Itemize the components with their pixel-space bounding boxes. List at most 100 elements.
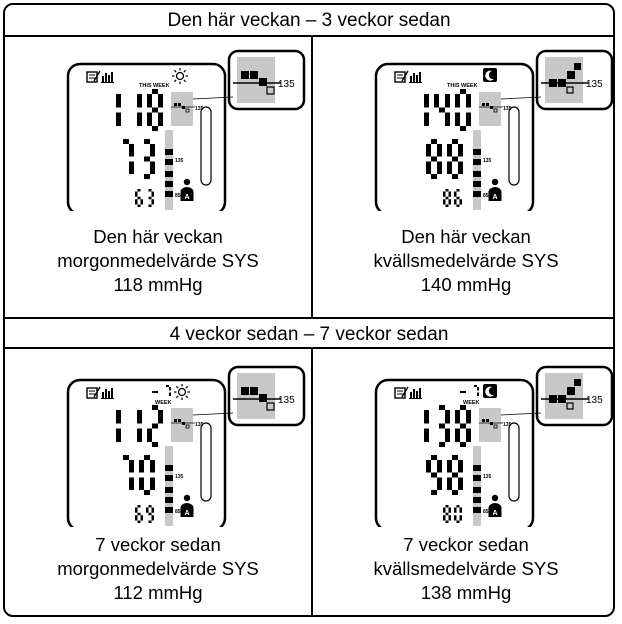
caption-line1: 7 veckor sedan (95, 534, 221, 555)
trend-graph (171, 408, 195, 442)
zoom-callout (192, 365, 306, 427)
user-a-icon: A (180, 494, 194, 517)
diastolic-digits (426, 455, 463, 495)
systolic-digits (424, 89, 471, 131)
systolic-digits (116, 89, 163, 131)
week-label: WEEK (155, 400, 172, 406)
caption-line3: 112 mmHg (113, 582, 203, 603)
user-a-icon: A (488, 494, 502, 517)
diastolic-digits (123, 139, 155, 179)
device-edge (200, 106, 212, 186)
weekly-average-icon (101, 388, 114, 399)
zoom-label: 135 (278, 79, 295, 90)
device-edge (200, 422, 212, 502)
pulse-digits (135, 189, 154, 207)
svg-text:A: A (185, 194, 190, 201)
bp-level-bar (165, 446, 173, 526)
device-edge (508, 422, 520, 502)
pulse-digits (135, 505, 154, 523)
caption-line1: 7 veckor sedan (403, 534, 529, 555)
weekly-average-icon (409, 388, 422, 399)
moon-icon (483, 68, 497, 82)
panel-caption: 7 veckor sedan kvällsmedelvärde SYS 138 mm… (313, 533, 613, 605)
svg-text:A: A (493, 510, 498, 517)
figure-frame: Den här veckan – 3 veckor sedan 4 veckor… (3, 3, 615, 617)
week-number-digits (166, 385, 171, 396)
device-edge (508, 106, 520, 186)
memory-icon (86, 386, 101, 399)
bar-label-mid: 135 (175, 474, 184, 480)
caption-line2: morgonmedelvärde SYS (57, 250, 259, 271)
panel-caption: Den här veckan morgonmedelvärde SYS 118 mm… (5, 225, 311, 297)
trend-graph (479, 92, 503, 126)
memory-icon (394, 70, 409, 83)
week-label: THIS WEEK (447, 83, 478, 89)
bp-level-bar (473, 130, 481, 210)
caption-line3: 118 mmHg (113, 274, 203, 295)
diastolic-digits (123, 455, 155, 495)
trend-graph (171, 92, 195, 126)
systolic-digits (116, 405, 163, 447)
bar-label-low: 85 (175, 193, 181, 199)
bar-label-low: 85 (175, 509, 181, 515)
bp-level-bar (473, 446, 481, 526)
systolic-digits (424, 405, 471, 447)
weekly-average-icon (409, 72, 422, 83)
panel-caption: 7 veckor sedan morgonmedelvärde SYS 112 mm… (5, 533, 311, 605)
weekly-average-icon (101, 72, 114, 83)
week-label: THIS WEEK (139, 83, 170, 89)
bar-label-mid: 135 (483, 474, 492, 480)
svg-text:A: A (493, 194, 498, 201)
svg-text:A: A (185, 510, 190, 517)
sun-icon (172, 68, 188, 84)
week-number-digits (474, 385, 479, 396)
bar-label-top: 135 (195, 106, 204, 112)
bp-level-bar (165, 130, 173, 210)
caption-line1: Den här veckan (93, 226, 223, 247)
bar-label-top: 135 (195, 422, 204, 428)
memory-icon (394, 386, 409, 399)
section-header-recent: Den här veckan – 3 veckor sedan (5, 5, 613, 37)
pulse-digits (443, 505, 462, 523)
diastolic-digits (426, 139, 463, 179)
pulse-digits (443, 189, 462, 207)
zoom-callout (192, 49, 306, 111)
bar-label-top: 135 (503, 422, 512, 428)
zoom-label: 135 (586, 395, 603, 406)
bar-label-low: 85 (483, 509, 489, 515)
caption-line1: Den här veckan (401, 226, 531, 247)
memory-icon (86, 70, 101, 83)
caption-line3: 140 mmHg (420, 274, 512, 295)
zoom-label: 135 (278, 395, 295, 406)
column-divider (311, 37, 313, 319)
week-label: WEEK (463, 400, 480, 406)
bar-label-mid: 135 (483, 158, 492, 164)
week-number (152, 385, 171, 396)
zoom-label: 135 (586, 79, 603, 90)
caption-line2: morgonmedelvärde SYS (57, 558, 259, 579)
user-a-icon: A (488, 178, 502, 201)
bar-label-mid: 135 (175, 158, 184, 164)
week-number (460, 385, 479, 396)
panel-caption: Den här veckan kvällsmedelvärde SYS 140 mm… (313, 225, 613, 297)
user-a-icon: A (180, 178, 194, 201)
zoom-callout (500, 49, 613, 111)
zoom-callout (500, 365, 613, 427)
bar-label-low: 85 (483, 193, 489, 199)
moon-icon (483, 384, 497, 398)
caption-line3: 138 mmHg (420, 582, 512, 603)
sun-icon (174, 384, 190, 400)
bar-label-top: 135 (503, 106, 512, 112)
caption-line2: kvällsmedelvärde SYS (373, 250, 559, 271)
trend-graph (479, 408, 503, 442)
caption-line2: kvällsmedelvärde SYS (373, 558, 559, 579)
column-divider (311, 349, 313, 615)
